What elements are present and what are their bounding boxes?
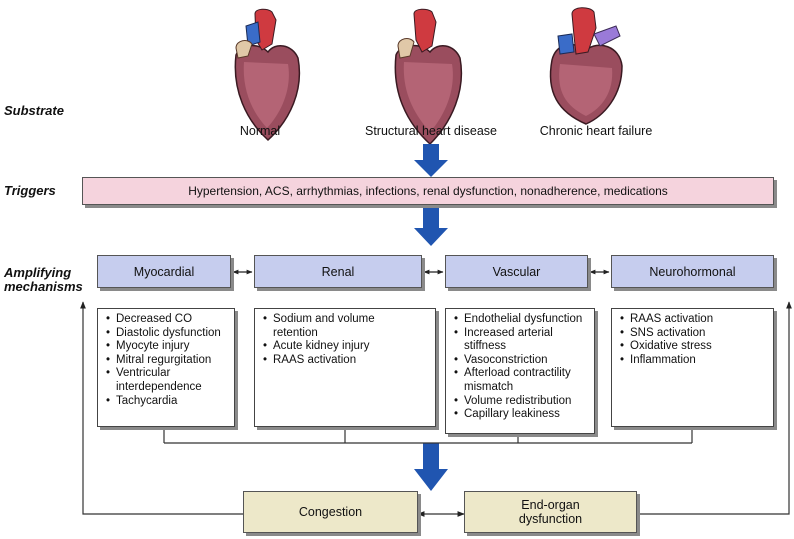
mechanism-details-renal: Sodium and volume retention Acute kidney… (254, 308, 436, 427)
mechanism-header-vascular: Vascular (445, 255, 588, 288)
mechanism-details-myocardial: Decreased CO Diastolic dysfunction Myocy… (97, 308, 235, 427)
congestion-box: Congestion (243, 491, 418, 533)
congestion-label: Congestion (298, 505, 363, 519)
chronic-heart-failure-caption: Chronic heart failure (539, 124, 653, 138)
normal-caption: Normal (239, 124, 281, 138)
list-item: RAAS activation (263, 354, 429, 368)
structural-heart-icon (394, 8, 463, 146)
mechanism-header-myocardial: Myocardial (97, 255, 231, 288)
triggers-box: Hypertension, ACS, arrhythmias, infectio… (82, 177, 774, 205)
list-item: Mitral regurgitation (106, 354, 228, 368)
end-organ-label-line1: End-organ (521, 498, 580, 512)
list-item: Decreased CO (106, 313, 228, 327)
amplifying-label-line2: mechanisms (4, 279, 83, 294)
structural-heart-disease-caption: Structural heart disease (364, 124, 497, 138)
list-item: Oxidative stress (620, 340, 767, 354)
list-item: Increased arterial stiffness (454, 327, 588, 354)
normal-heart-icon (234, 8, 301, 142)
mechanism-details-vascular: Endothelial dysfunction Increased arteri… (445, 308, 595, 434)
list-item: Acute kidney injury (263, 340, 429, 354)
list-item: Volume redistribution (454, 395, 588, 409)
list-item: Inflammation (620, 354, 767, 368)
list-item: Sodium and volume retention (263, 313, 383, 340)
list-item: Ventricular interdependence (106, 367, 228, 394)
triggers-text: Hypertension, ACS, arrhythmias, infectio… (188, 184, 668, 198)
amplifying-mechanisms-label: Amplifying mechanisms (4, 266, 83, 294)
list-item: Diastolic dysfunction (106, 327, 228, 341)
mechanism-header-renal: Renal (254, 255, 422, 288)
list-item: Afterload contractility mismatch (454, 367, 588, 394)
triggers-label: Triggers (4, 183, 56, 198)
end-organ-label-line2: dysfunction (518, 512, 583, 526)
list-item: Vasoconstriction (454, 354, 588, 368)
blue-down-arrow-icon (414, 144, 448, 491)
list-item: Endothelial dysfunction (454, 313, 588, 327)
list-item: Myocyte injury (106, 340, 228, 354)
amplifying-label-line1: Amplifying (4, 265, 72, 280)
end-organ-dysfunction-box: End-organ dysfunction (464, 491, 637, 533)
chronic-heart-failure-icon (549, 7, 623, 125)
list-item: SNS activation (620, 327, 767, 341)
mechanism-details-neurohormonal: RAAS activation SNS activation Oxidative… (611, 308, 774, 427)
list-item: Capillary leakiness (454, 408, 588, 422)
merge-bracket (163, 427, 693, 444)
feedback-loop-arrows (80, 301, 792, 517)
list-item: RAAS activation (620, 313, 767, 327)
mechanism-header-neurohormonal: Neurohormonal (611, 255, 774, 288)
list-item: Tachycardia (106, 395, 228, 409)
substrate-label: Substrate (4, 103, 64, 118)
